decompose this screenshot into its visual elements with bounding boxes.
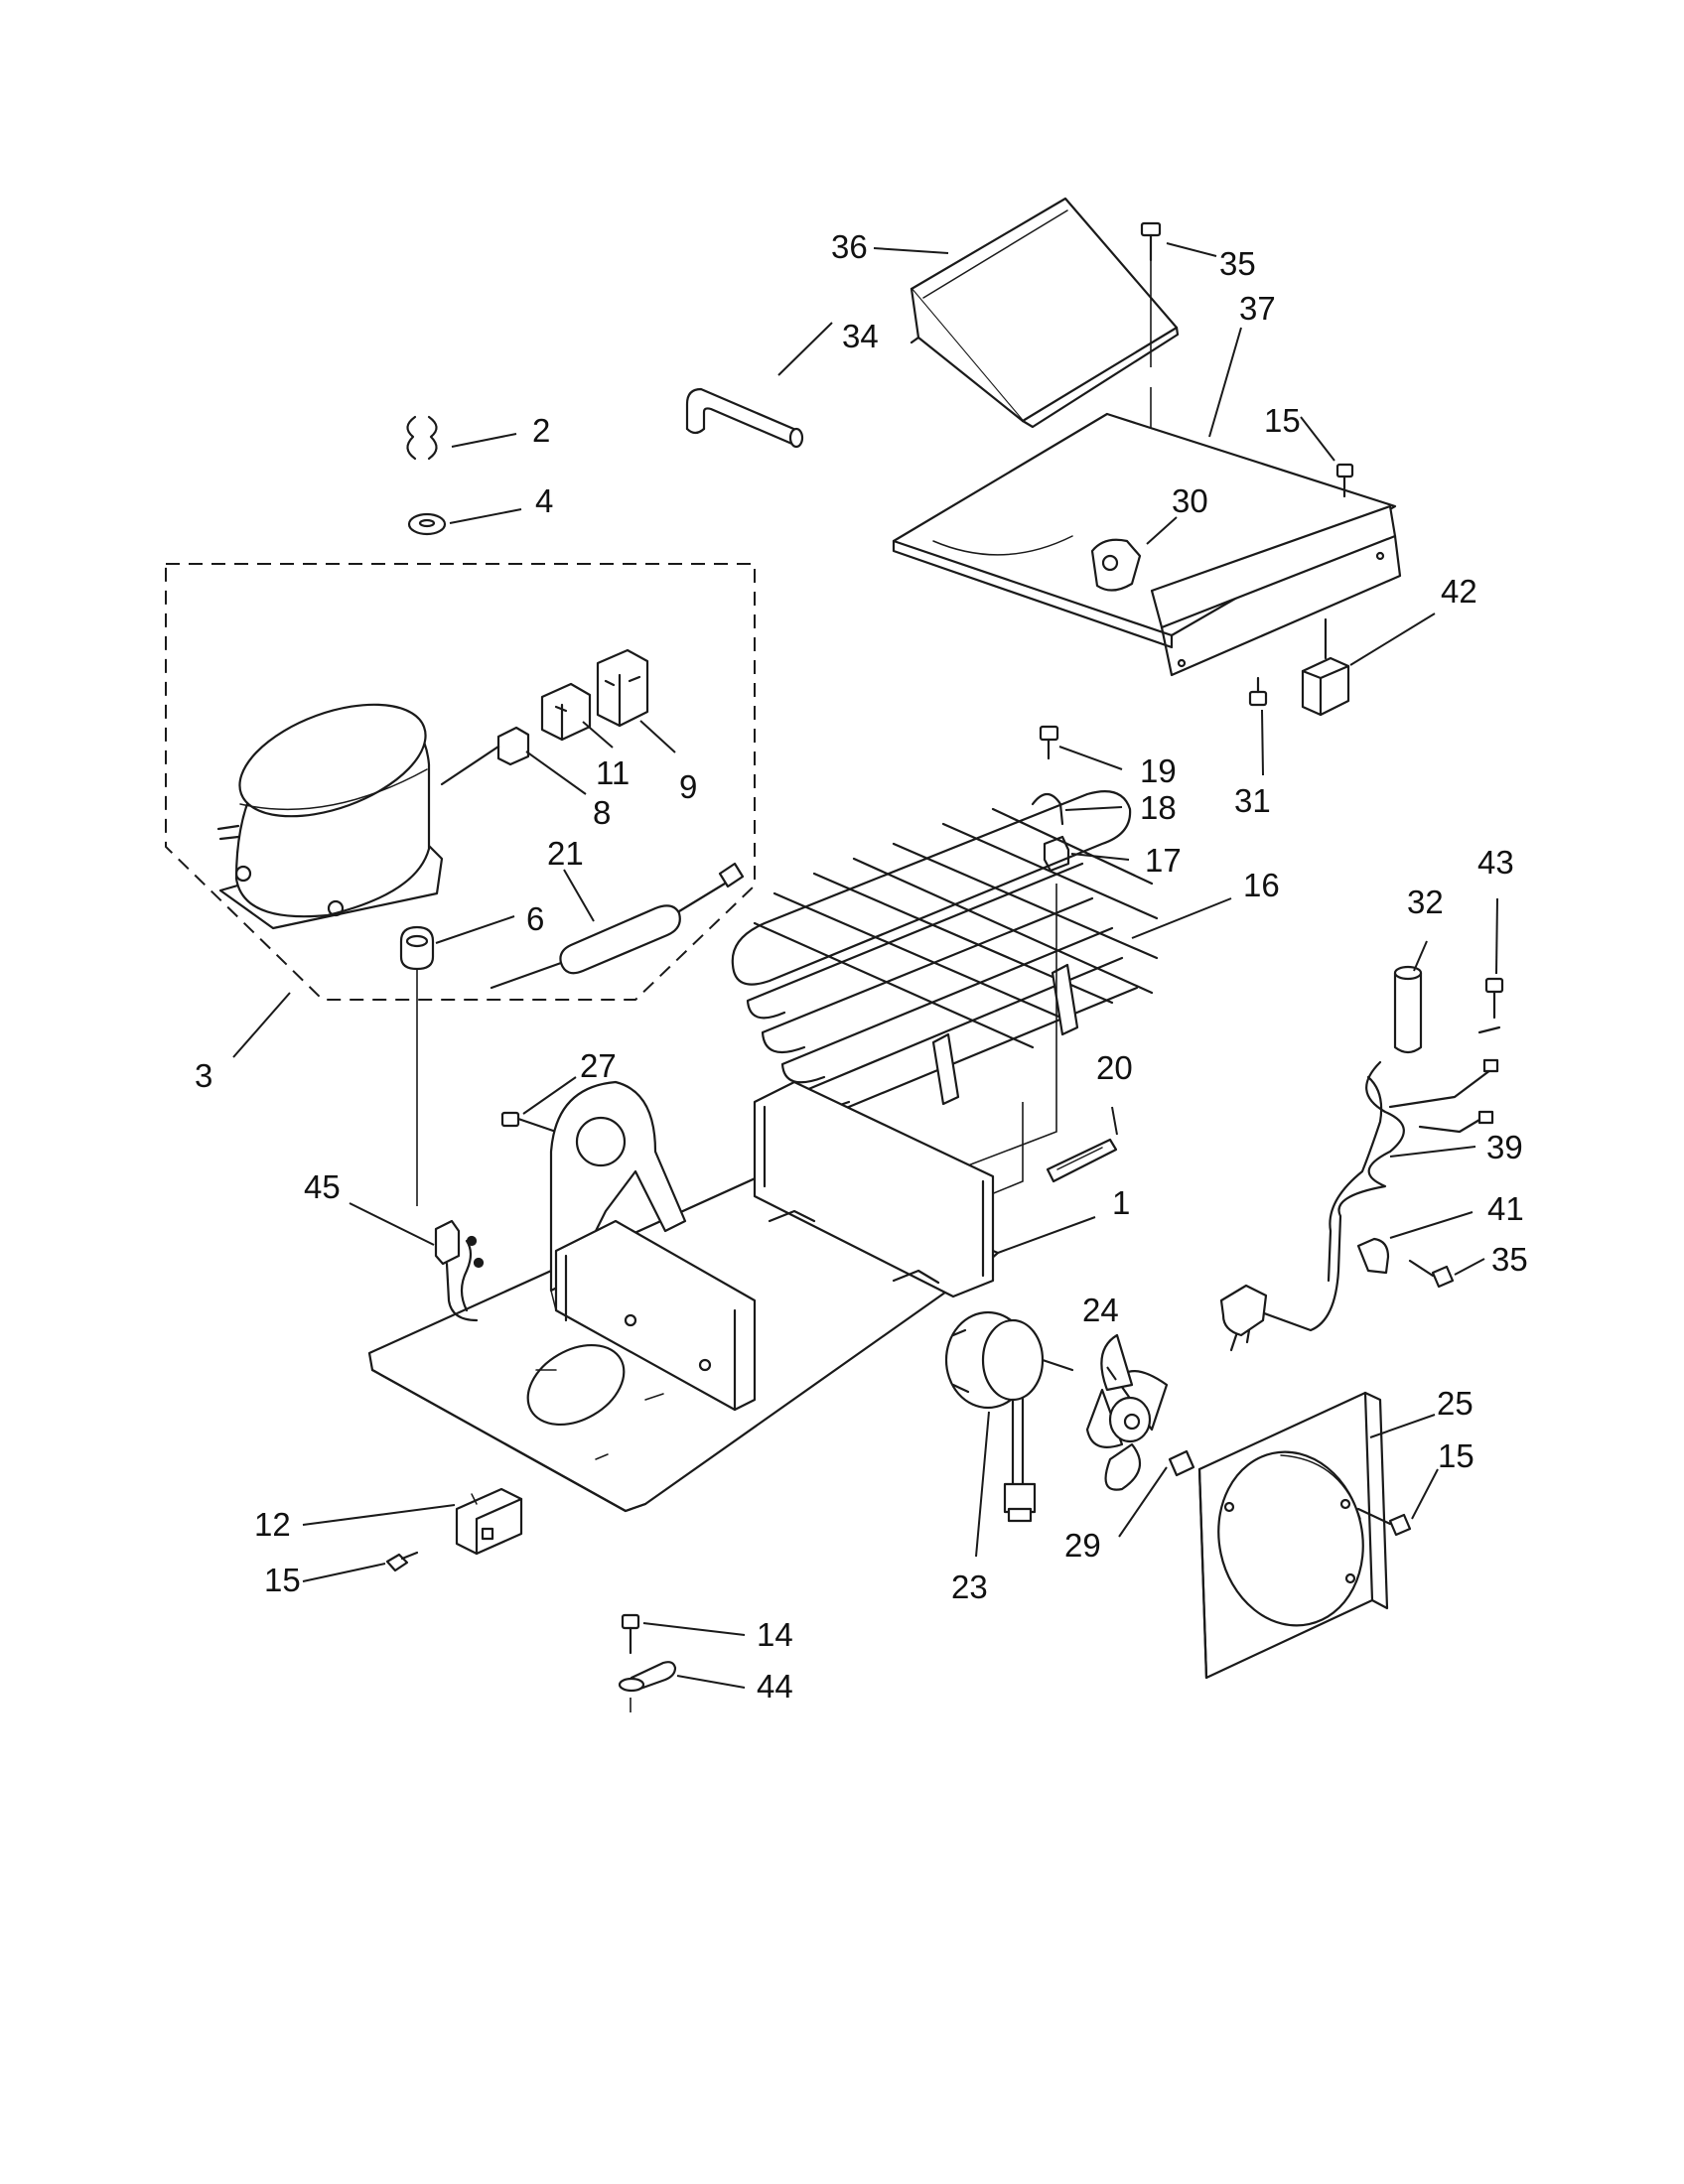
part-11-relay xyxy=(540,682,592,742)
part-42-switch xyxy=(1301,617,1350,717)
part-45-harness xyxy=(434,1219,485,1322)
part-19-screw xyxy=(1039,725,1059,760)
part-24-fan-blade xyxy=(1085,1333,1169,1491)
callout-17: 17 xyxy=(1145,842,1182,879)
callout-4: 4 xyxy=(535,482,553,519)
callout-42: 42 xyxy=(1441,573,1477,610)
callout-14: 14 xyxy=(757,1616,793,1653)
callout-30: 30 xyxy=(1172,482,1208,519)
part-21-drier xyxy=(490,862,745,990)
part-31-screw xyxy=(1248,676,1268,707)
callout-6: 6 xyxy=(526,900,544,937)
callout-18: 18 xyxy=(1140,789,1177,826)
part-29-clip xyxy=(1168,1449,1195,1477)
part-4-grommet xyxy=(407,512,447,536)
callout-15-right: 15 xyxy=(1438,1437,1474,1474)
compressor-assembly-group-outline xyxy=(165,563,756,1001)
part-2-clip xyxy=(406,415,438,461)
part-8-overload xyxy=(440,726,530,786)
callout-45: 45 xyxy=(304,1168,341,1205)
callout-24: 24 xyxy=(1082,1292,1119,1328)
leader-lines xyxy=(232,242,1498,1689)
callout-31: 31 xyxy=(1234,782,1271,819)
callout-15-upper: 15 xyxy=(1264,402,1301,439)
part-36-cover xyxy=(910,197,1180,429)
callout-43: 43 xyxy=(1477,844,1514,881)
part-30-motor xyxy=(1090,538,1142,592)
callout-12: 12 xyxy=(254,1506,291,1543)
callout-27: 27 xyxy=(580,1047,617,1084)
part-17-clip xyxy=(1043,835,1070,873)
callout-8: 8 xyxy=(593,794,611,831)
callout-32: 32 xyxy=(1407,884,1444,920)
part-34-tube xyxy=(685,387,804,449)
callout-36: 36 xyxy=(831,228,868,265)
callout-2: 2 xyxy=(532,412,550,449)
callout-23: 23 xyxy=(951,1569,988,1605)
callout-35-top: 35 xyxy=(1219,245,1256,282)
part-12-capacitor xyxy=(455,1487,523,1556)
callout-41: 41 xyxy=(1487,1190,1524,1227)
part-14-screw xyxy=(621,1613,640,1655)
callout-39: 39 xyxy=(1486,1129,1523,1165)
callout-37: 37 xyxy=(1239,290,1276,327)
part-23-fan-motor xyxy=(944,1310,1074,1523)
callout-15-lower-left: 15 xyxy=(264,1562,301,1598)
part-27-screw xyxy=(500,1111,558,1134)
part-37-plate xyxy=(892,412,1402,677)
callout-3: 3 xyxy=(195,1057,212,1094)
part-39-power-cord xyxy=(1219,1058,1499,1352)
callout-19: 19 xyxy=(1140,752,1177,789)
callout-35-lower: 35 xyxy=(1491,1241,1528,1278)
callout-20: 20 xyxy=(1096,1049,1133,1086)
callout-21: 21 xyxy=(547,835,584,872)
part-43-screw xyxy=(1477,977,1504,1034)
callout-44: 44 xyxy=(757,1668,793,1705)
part-15-screw-right xyxy=(1356,1507,1412,1537)
part-25-fan-shroud xyxy=(1197,1391,1389,1680)
callout-34: 34 xyxy=(842,318,879,354)
part-6-grommet xyxy=(399,925,435,1206)
part-16-evaporator xyxy=(731,790,1159,1218)
callout-11: 11 xyxy=(596,754,630,791)
part-15-screw-upper xyxy=(1335,463,1354,498)
part-32-tube xyxy=(1393,965,1423,1054)
callout-29: 29 xyxy=(1064,1527,1101,1564)
callout-9: 9 xyxy=(679,768,697,805)
part-3-compressor xyxy=(216,703,444,930)
part-44-clamp xyxy=(618,1661,677,1712)
callout-25: 25 xyxy=(1437,1385,1474,1422)
callout-1: 1 xyxy=(1112,1184,1130,1221)
part-20-cable-tie xyxy=(1046,1138,1118,1183)
part-35-screw-lower xyxy=(1408,1259,1455,1289)
callout-16: 16 xyxy=(1243,867,1280,903)
part-41-clamp xyxy=(1356,1237,1390,1275)
part-9-relay-cover xyxy=(596,648,649,728)
part-1-base xyxy=(367,1080,1000,1513)
callout-labels: 36 35 34 37 2 15 4 30 42 9 11 8 19 31 18… xyxy=(195,228,1528,1705)
part-15-screw-lower-left xyxy=(385,1551,419,1572)
